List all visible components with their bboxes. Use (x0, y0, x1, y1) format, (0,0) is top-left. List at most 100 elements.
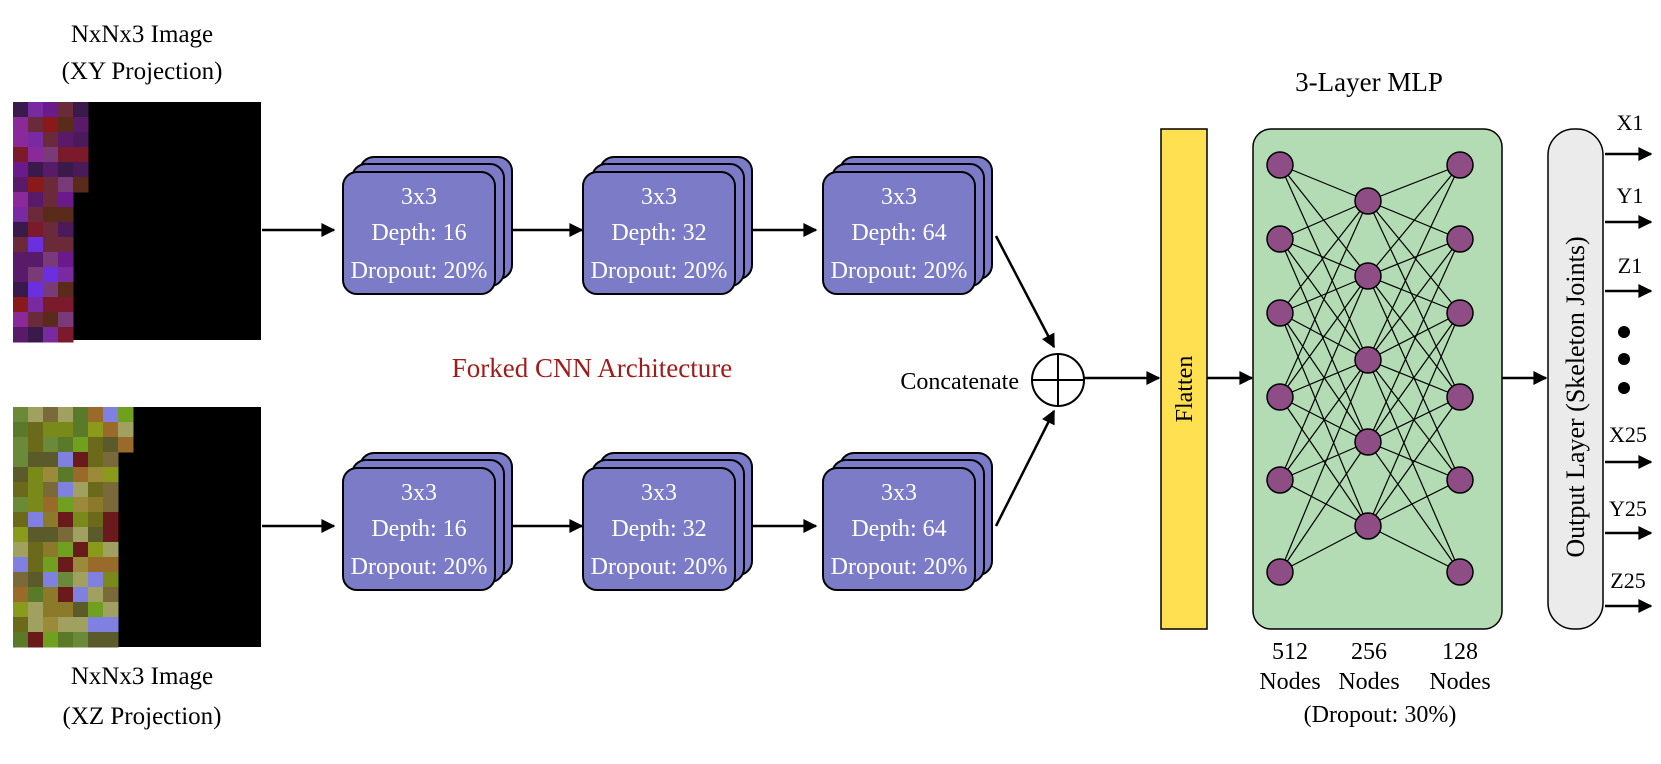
mlp-layer-3-nodes: 128 (1442, 639, 1478, 665)
conv-depth-label: Depth: 64 (851, 516, 946, 542)
image-pixel (13, 177, 29, 193)
mlp-connection (1279, 275, 1369, 481)
conv-dropout-label: Dropout: 20% (591, 258, 728, 284)
mlp-connection (1367, 275, 1461, 314)
image-pixel (28, 147, 44, 163)
image-pixel (43, 102, 59, 118)
mlp-connection (1279, 359, 1369, 573)
image-pixel (13, 207, 29, 223)
image-pixel (73, 617, 89, 633)
ellipsis-dots-icon (1618, 326, 1630, 394)
image-pixel (43, 497, 59, 513)
image-pixel (13, 312, 29, 328)
image-pixel (13, 222, 29, 238)
mlp-node (1446, 558, 1474, 586)
image-pixel (43, 327, 59, 343)
image-pixel (58, 452, 74, 468)
image-pixel (58, 312, 74, 328)
image-pixel (43, 252, 59, 268)
image-pixel (103, 572, 119, 588)
image-pixel (58, 557, 74, 573)
image-pixel (73, 162, 89, 178)
input-bottom-title-line2: (XZ Projection) (63, 703, 222, 730)
mlp-node (1266, 558, 1294, 586)
image-pixel (73, 632, 89, 648)
image-pixel (13, 542, 29, 558)
image-pixel (58, 527, 74, 543)
mlp-connection (1367, 164, 1461, 202)
image-pixel (13, 557, 29, 573)
mlp-node (1354, 428, 1382, 456)
conv-dropout-label: Dropout: 20% (351, 554, 488, 580)
conv-dropout-label: Dropout: 20% (591, 554, 728, 580)
mlp-connection (1367, 441, 1461, 573)
image-pixel (13, 162, 29, 178)
image-pixel (28, 252, 44, 268)
output-layer-label: Output Layer (Skeleton Joints) (1561, 236, 1590, 557)
image-pixel (13, 482, 29, 498)
image-pixel (103, 407, 119, 423)
image-pixel (88, 572, 104, 588)
mlp-connection (1279, 275, 1369, 398)
image-pixel (73, 117, 89, 133)
image-pixel (118, 407, 134, 423)
image-pixel (13, 252, 29, 268)
image-pixel (28, 267, 44, 283)
conv-kernel-label: 3x3 (881, 480, 917, 506)
mlp-node (1354, 512, 1382, 540)
image-pixel (73, 572, 89, 588)
image-pixel (103, 422, 119, 438)
input-top-title-line2: (XY Projection) (62, 58, 223, 85)
image-pixel (73, 422, 89, 438)
mlp-connection (1367, 479, 1461, 527)
mlp-connection (1367, 312, 1461, 527)
image-pixel (28, 407, 44, 423)
image-pixel (58, 617, 74, 633)
mlp-connection (1279, 479, 1369, 527)
mlp-node (1354, 346, 1382, 374)
arrow-top-branch-to-concat (994, 235, 1056, 349)
image-pixel (28, 602, 44, 618)
image-pixel (88, 527, 104, 543)
conv-dropout-label: Dropout: 20% (831, 258, 968, 284)
input-top-title-line1: NxNx3 Image (71, 21, 213, 48)
image-pixel (88, 617, 104, 633)
mlp-node (1266, 151, 1294, 179)
image-pixel (103, 437, 119, 453)
image-pixel (28, 282, 44, 298)
image-pixel (13, 327, 29, 343)
image-pixel (43, 312, 59, 328)
concatenate-icon (1031, 353, 1085, 407)
output-layer (1547, 128, 1604, 630)
image-pixel (28, 512, 44, 528)
conv-kernel-label: 3x3 (641, 184, 677, 210)
image-pixel (43, 557, 59, 573)
image-pixel (73, 452, 89, 468)
image-pixel (58, 297, 74, 313)
image-pixel (73, 467, 89, 483)
output-label-y25: Y25 (1609, 496, 1647, 521)
image-pixel (43, 452, 59, 468)
image-pixel (73, 587, 89, 603)
output-label-z1: Z1 (1618, 253, 1642, 278)
flatten-label: Flatten (1172, 356, 1198, 423)
image-pixel (28, 327, 44, 343)
image-pixel (103, 527, 119, 543)
mlp-connection (1279, 238, 1369, 443)
conv-depth-label: Depth: 32 (611, 516, 706, 542)
mlp-node (1354, 187, 1382, 215)
mlp-node (1446, 225, 1474, 253)
image-pixel (28, 527, 44, 543)
image-pixel (73, 482, 89, 498)
image-pixel (43, 512, 59, 528)
mlp-network (1266, 151, 1474, 586)
image-pixel (58, 497, 74, 513)
image-pixel (58, 237, 74, 253)
image-pixel (103, 632, 119, 648)
mlp-connection (1279, 200, 1369, 314)
image-pixel (103, 482, 119, 498)
image-pixel (118, 437, 134, 453)
image-pixel (73, 557, 89, 573)
image-pixel (13, 237, 29, 253)
image-pixel (13, 132, 29, 148)
